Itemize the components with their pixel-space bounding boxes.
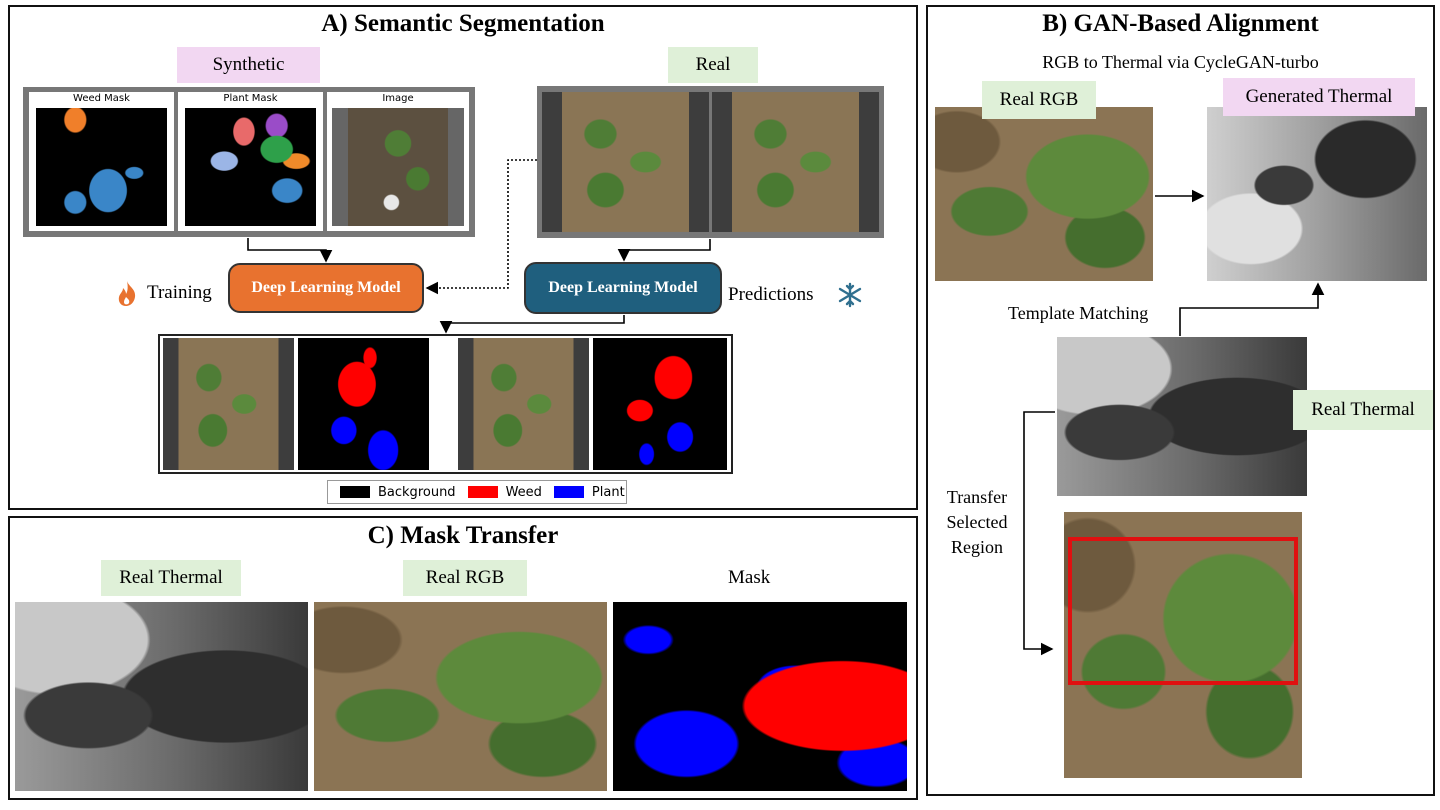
real-rgb-label: Real RGB xyxy=(982,81,1096,119)
synthetic-label: Synthetic xyxy=(177,47,320,83)
transfer-label-2: Selected xyxy=(946,512,1008,532)
legend-swatch-weed xyxy=(467,486,498,498)
prediction-mask-1 xyxy=(298,338,429,470)
arrow-template-matching xyxy=(1179,282,1325,336)
real-thermal-label-b: Real Thermal xyxy=(1293,390,1433,430)
weed-mask-plot xyxy=(36,108,167,226)
real-thermal-image xyxy=(1057,337,1307,496)
generated-thermal-label: Generated Thermal xyxy=(1223,78,1415,116)
training-model-box: Deep Learning Model xyxy=(228,263,424,313)
plant-mask-title: Plant Mask xyxy=(223,93,278,104)
transfer-label-3: Region xyxy=(951,537,1003,557)
panel-a-title: A) Semantic Segmentation xyxy=(321,10,605,37)
selected-region-box xyxy=(1068,537,1298,685)
arrow-real-to-model xyxy=(617,239,711,262)
real-thermal-label-c: Real Thermal xyxy=(101,560,241,596)
real-image-right xyxy=(712,92,879,232)
arrow-transfer-region xyxy=(1023,411,1055,656)
legend-label-weed: Weed xyxy=(505,484,542,500)
plant-mask-plot xyxy=(185,108,316,226)
transfer-rgb-image xyxy=(314,602,607,791)
real-label: Real xyxy=(668,47,758,83)
image-title: Image xyxy=(382,93,414,104)
aligned-rgb-image xyxy=(1064,512,1302,778)
arrow-model-to-predictions xyxy=(439,315,625,334)
mask-label: Mask xyxy=(728,567,771,588)
weed-mask-image: Weed Mask xyxy=(29,92,174,231)
legend-swatch-background xyxy=(340,486,370,498)
transfer-label-1: Transfer xyxy=(946,487,1008,507)
legend-label-background: Background xyxy=(378,484,456,500)
prediction-input-2 xyxy=(458,338,589,470)
training-label: Training xyxy=(147,282,212,303)
panel-b-title: B) GAN-Based Alignment xyxy=(1042,10,1319,37)
predictions-label: Predictions xyxy=(728,284,814,305)
plant-mask-image: Plant Mask xyxy=(178,92,323,231)
transfer-thermal-image xyxy=(15,602,308,791)
prediction-model-box: Deep Learning Model xyxy=(524,262,722,314)
panel-b-subtitle: RGB to Thermal via CycleGAN-turbo xyxy=(1042,52,1319,72)
legend-label-plant: Plant xyxy=(591,484,625,500)
transfer-mask-image xyxy=(613,602,907,791)
weed-mask-title: Weed Mask xyxy=(73,93,130,104)
generated-thermal-image xyxy=(1207,107,1427,281)
prediction-input-1 xyxy=(163,338,294,470)
real-rgb-image xyxy=(935,107,1153,281)
arrow-synthetic-to-model xyxy=(247,238,333,263)
real-rgb-label-c: Real RGB xyxy=(403,560,527,596)
synthetic-image-plot xyxy=(332,108,464,226)
prediction-mask-2 xyxy=(593,338,727,470)
real-image-left xyxy=(542,92,709,232)
flame-icon xyxy=(114,279,140,307)
legend-swatch-plant xyxy=(553,486,584,498)
template-matching-label: Template Matching xyxy=(1008,303,1149,323)
panel-c-title: C) Mask Transfer xyxy=(367,522,559,549)
synthetic-image: Image xyxy=(327,92,469,231)
snowflake-icon xyxy=(836,282,864,308)
arrow-real-to-training-dotted xyxy=(425,159,537,295)
class-legend: Background Weed Plant xyxy=(327,480,627,504)
